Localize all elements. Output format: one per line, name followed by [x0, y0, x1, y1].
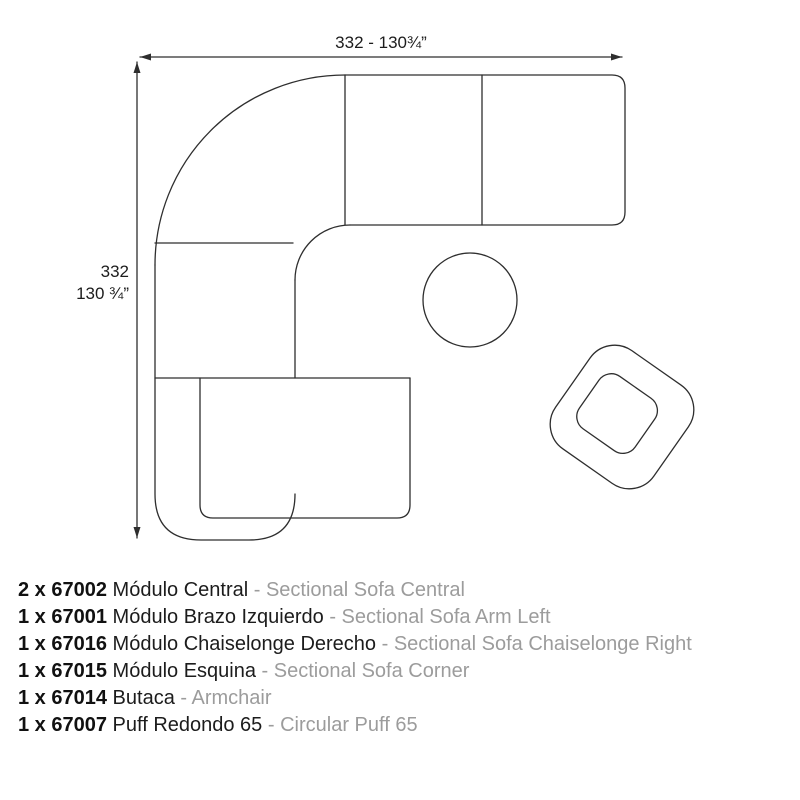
part-name-es: Módulo Esquina	[112, 660, 256, 682]
part-qty-code: 1 x 67007	[18, 714, 107, 736]
legend-item: 1 x 67016 Módulo Chaiselonge Derecho - S…	[18, 631, 692, 658]
dim-label-top: 332 - 130¾”	[335, 33, 427, 52]
part-name-en: - Sectional Sofa Central	[253, 579, 465, 601]
part-name-en: - Sectional Sofa Chaiselonge Right	[381, 633, 692, 655]
part-name-en: - Sectional Sofa Arm Left	[329, 606, 551, 628]
legend-item: 1 x 67001 Módulo Brazo Izquierdo - Secti…	[18, 604, 692, 631]
arm-left-outline	[154, 264, 296, 541]
sofa-top-row-outline	[344, 74, 626, 226]
legend-item: 1 x 67007 Puff Redondo 65 - Circular Puf…	[18, 712, 692, 739]
part-name-es: Módulo Central	[112, 579, 249, 601]
legend-item: 1 x 67014 Butaca - Armchair	[18, 685, 692, 712]
part-qty-code: 1 x 67016	[18, 633, 107, 655]
armchair-seat	[576, 373, 659, 455]
dim-arrow-left-icon	[140, 53, 151, 61]
dim-arrow-down-icon	[133, 527, 141, 538]
part-name-en: - Sectional Sofa Corner	[261, 660, 470, 682]
part-qty-code: 1 x 67001	[18, 606, 107, 628]
armchair	[549, 344, 695, 490]
dim-arrow-right-icon	[611, 53, 622, 61]
part-name-es: Puff Redondo 65	[112, 714, 263, 736]
part-name-es: Módulo Chaiselonge Derecho	[112, 633, 377, 655]
legend-item: 2 x 67002 Módulo Central - Sectional Sof…	[18, 577, 692, 604]
parts-legend: 2 x 67002 Módulo Central - Sectional Sof…	[18, 577, 692, 739]
puff-circle	[422, 252, 518, 348]
part-name-es: Módulo Brazo Izquierdo	[112, 606, 324, 628]
dimension-labels: 332 - 130¾” 332 130 ¾”	[76, 33, 427, 303]
corner-front-arc	[294, 224, 351, 281]
diagram-strokes	[136, 56, 695, 541]
dim-label-left-in: 130 ¾”	[76, 284, 129, 303]
part-name-en: - Armchair	[180, 687, 272, 709]
corner-outer-arc	[154, 74, 346, 266]
armchair-outline	[549, 344, 695, 490]
dim-label-left-cm: 332	[101, 262, 129, 281]
dimension-arrows	[133, 53, 622, 538]
floorplan-diagram: 332 - 130¾” 332 130 ¾”	[76, 33, 695, 541]
part-name-es: Butaca	[112, 687, 175, 709]
part-name-en: - Circular Puff 65	[267, 714, 418, 736]
chaise-outline	[199, 377, 411, 519]
legend-item: 1 x 67015 Módulo Esquina - Sectional Sof…	[18, 658, 692, 685]
part-qty-code: 1 x 67014	[18, 687, 107, 709]
part-qty-code: 1 x 67015	[18, 660, 107, 682]
part-qty-code: 2 x 67002	[18, 579, 107, 601]
dim-arrow-up-icon	[133, 62, 141, 73]
